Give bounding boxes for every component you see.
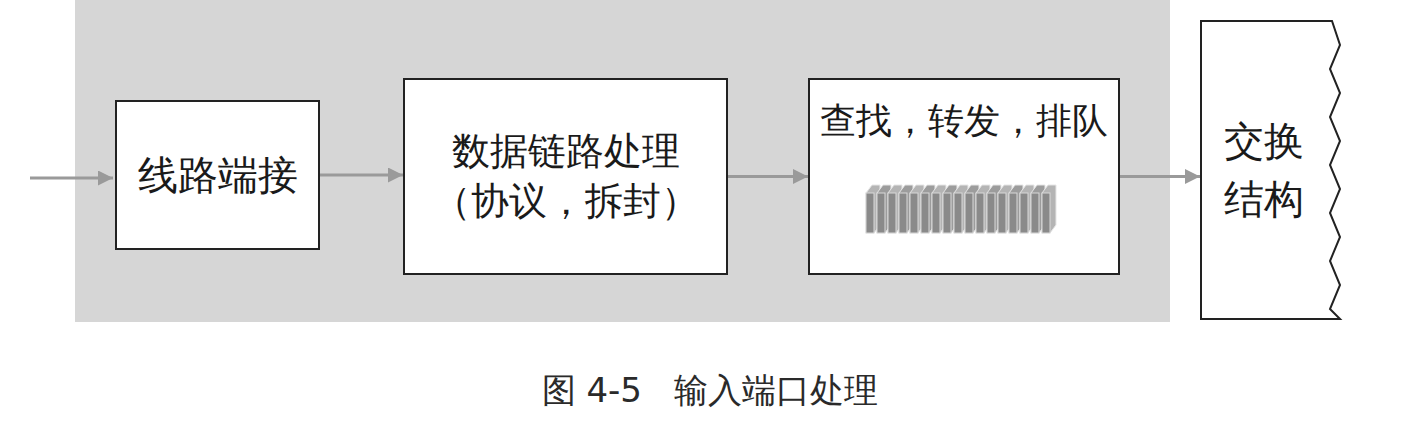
process-box: 数据链路处理（协议，拆封） (403, 78, 728, 275)
jagged-outline (1200, 20, 1342, 320)
box-label: 数据链路处理 (452, 127, 680, 176)
queue-slab-face (899, 193, 907, 233)
queue-slab-face (877, 193, 885, 233)
queue-slab-face (965, 193, 973, 233)
queue-slab-face (910, 193, 918, 233)
fabric-label: 交换 结构 (1218, 112, 1310, 228)
flow-arrow (320, 174, 403, 177)
flow-arrow (1120, 175, 1200, 178)
queue-slab-face (998, 193, 1006, 233)
queue-illustration (862, 181, 1062, 241)
queue-slab-face (866, 193, 874, 233)
switch-fabric-box: 交换 结构 (1200, 20, 1342, 320)
queue-slab-face (943, 193, 951, 233)
queue-slab-face (976, 193, 984, 233)
process-box: 线路端接 (115, 100, 320, 250)
queue-slab-face (1009, 193, 1017, 233)
queue-slab-face (1031, 193, 1039, 233)
box-label: （协议，拆封） (433, 177, 699, 226)
queue-slab (1042, 185, 1056, 233)
box-label: 线路端接 (138, 149, 298, 201)
queue-slab-face (987, 193, 995, 233)
jagged-border (1201, 21, 1340, 319)
figure-caption: 图 4-5 输入端口处理 (0, 368, 1420, 414)
process-box: 查找，转发，排队 (808, 78, 1120, 275)
queue-slab-face (921, 193, 929, 233)
queue-slab-face (888, 193, 896, 233)
input-arrow (30, 177, 113, 180)
queue-slab-face (954, 193, 962, 233)
queue-slab-face (932, 193, 940, 233)
queue-slab-face (1020, 193, 1028, 233)
flow-arrow (728, 175, 808, 178)
box-label: 查找，转发，排队 (820, 98, 1108, 145)
queue-slab-face (1042, 193, 1050, 233)
